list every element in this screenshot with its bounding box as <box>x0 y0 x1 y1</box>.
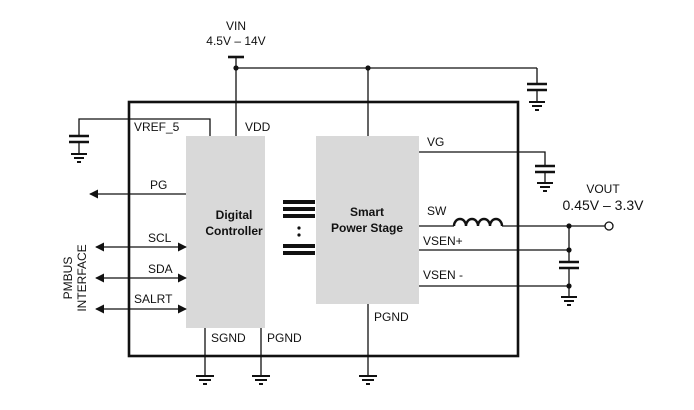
pg-label: PG <box>150 178 167 192</box>
digital-controller-block <box>186 136 265 328</box>
coupling-bars <box>283 200 315 255</box>
pmbus-label: PMBUS <box>61 257 75 300</box>
input-capacitor <box>527 82 547 111</box>
module-outline <box>127 100 520 358</box>
controller-pgnd-ground <box>252 328 270 385</box>
stage-pgnd-ground <box>359 304 377 385</box>
sgnd-ground <box>196 328 214 385</box>
vin-label: VIN <box>226 19 246 33</box>
sw-label: SW <box>427 204 447 218</box>
vsen-minus-label: VSEN - <box>423 268 463 282</box>
vin-range-label: 4.5V – 14V <box>206 34 265 48</box>
controller-title-line2: Controller <box>205 224 263 238</box>
vin-net <box>228 55 538 136</box>
salrt-label: SALRT <box>134 292 173 306</box>
scl-label: SCL <box>148 231 172 245</box>
vref-capacitor <box>69 118 211 163</box>
vg-label: VG <box>427 135 444 149</box>
sgnd-label: SGND <box>211 331 246 345</box>
output-capacitor <box>559 226 579 306</box>
interface-label: INTERFACE <box>75 244 89 311</box>
vout-range-label: 0.45V – 3.3V <box>563 197 645 213</box>
stage-title-line1: Smart <box>350 205 384 219</box>
output-inductor <box>419 217 614 231</box>
stage-title-line2: Power Stage <box>331 221 403 235</box>
power-stage-block <box>316 136 419 304</box>
controller-title-line1: Digital <box>216 208 253 222</box>
sda-label: SDA <box>148 262 173 276</box>
stage-pgnd-label: PGND <box>374 310 409 324</box>
vsen-plus-label: VSEN+ <box>423 234 463 248</box>
vdd-label: VDD <box>245 120 271 134</box>
controller-pgnd-label: PGND <box>267 331 302 345</box>
vg-capacitor <box>419 151 555 192</box>
vref-label: VREF_5 <box>134 120 180 134</box>
vout-label: VOUT <box>586 182 620 196</box>
